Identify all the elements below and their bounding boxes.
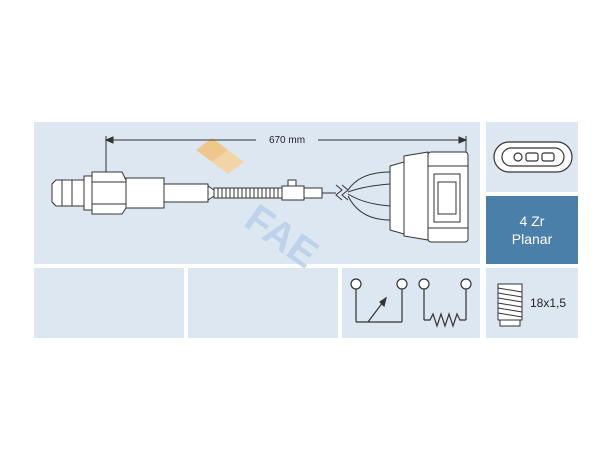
info-panel-empty-2 bbox=[188, 268, 338, 338]
watermark-text: FAE bbox=[237, 196, 326, 277]
thermistor-symbol-icon bbox=[350, 278, 408, 323]
brand-watermark: FAE bbox=[196, 138, 326, 277]
connector-plug-icon bbox=[493, 141, 573, 173]
info-panel-empty-1 bbox=[34, 268, 184, 338]
length-label: 670 mm bbox=[269, 135, 305, 146]
thread-icon bbox=[497, 283, 523, 327]
circuit-panel bbox=[342, 268, 480, 338]
heater-resistor-icon bbox=[418, 278, 472, 328]
thread-size-label: 18x1,5 bbox=[530, 296, 567, 310]
length-dimension bbox=[104, 136, 468, 176]
cable-sleeve bbox=[213, 187, 283, 199]
sensor-type-line1: 4 Zr bbox=[519, 213, 545, 229]
sensor-type-badge: 4 Zr Planar bbox=[486, 196, 578, 264]
sensor-type-line2: Planar bbox=[511, 231, 553, 247]
oxygen-sensor-drawing bbox=[51, 151, 469, 243]
